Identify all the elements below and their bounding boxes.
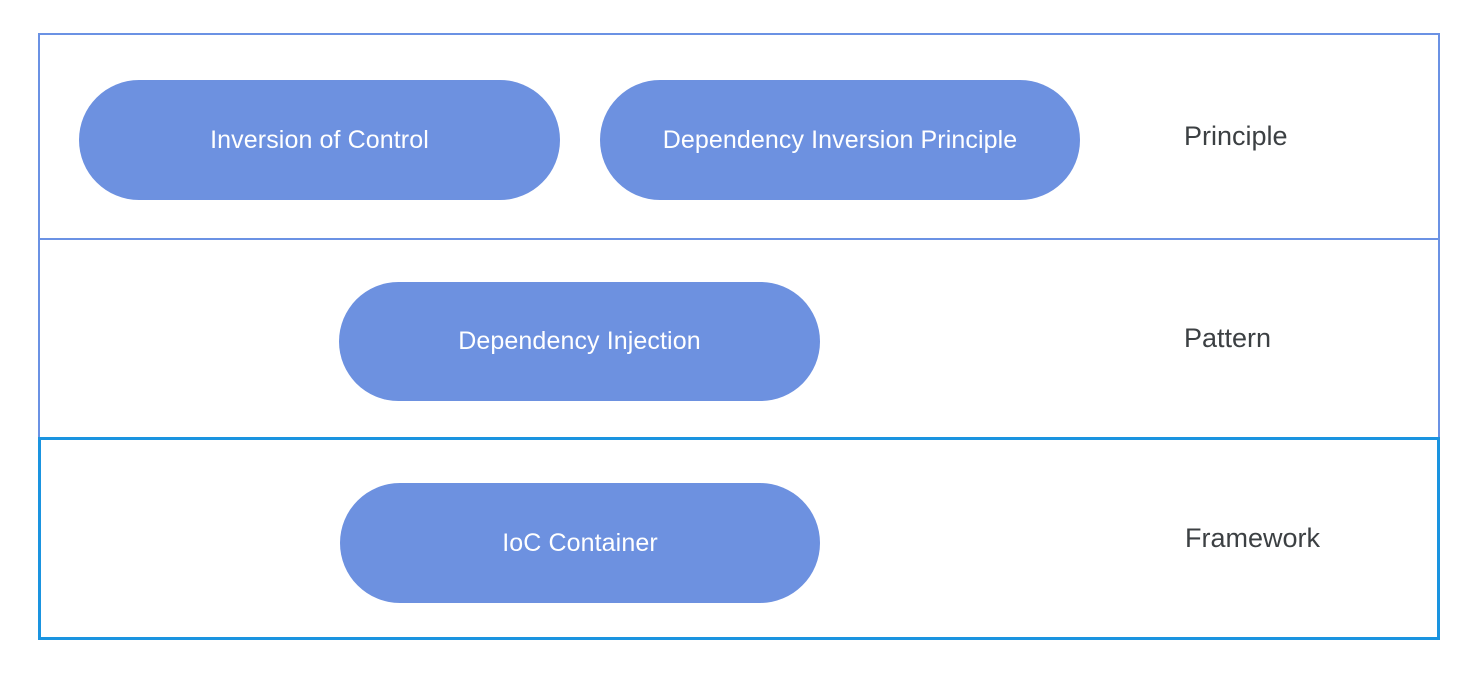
row-pattern-node-area: Dependency Injection (40, 240, 1144, 437)
node-ioc-container[interactable]: IoC Container (340, 483, 820, 603)
row-label-principle: Principle (1184, 121, 1288, 151)
diagram-row-framework: IoC Container Framework (38, 437, 1440, 640)
node-label: Dependency Inversion Principle (662, 125, 1018, 154)
node-label: Inversion of Control (210, 125, 429, 154)
row-label-pattern: Pattern (1184, 323, 1272, 353)
node-label: IoC Container (502, 528, 658, 557)
row-label-framework: Framework (1185, 523, 1321, 553)
diagram-row-pattern: Dependency Injection Pattern (38, 238, 1440, 437)
node-label: Dependency Injection (458, 327, 701, 355)
node-inversion-of-control[interactable]: Inversion of Control (79, 80, 560, 200)
row-principle-node-area: Inversion of Control Dependency Inversio… (40, 35, 1144, 238)
node-dependency-inversion-principle[interactable]: Dependency Inversion Principle (600, 80, 1080, 200)
row-framework-node-area: IoC Container (41, 440, 1145, 637)
layered-concept-diagram: Inversion of Control Dependency Inversio… (38, 33, 1440, 640)
diagram-row-principle: Inversion of Control Dependency Inversio… (38, 33, 1440, 238)
node-dependency-injection[interactable]: Dependency Injection (339, 282, 820, 401)
